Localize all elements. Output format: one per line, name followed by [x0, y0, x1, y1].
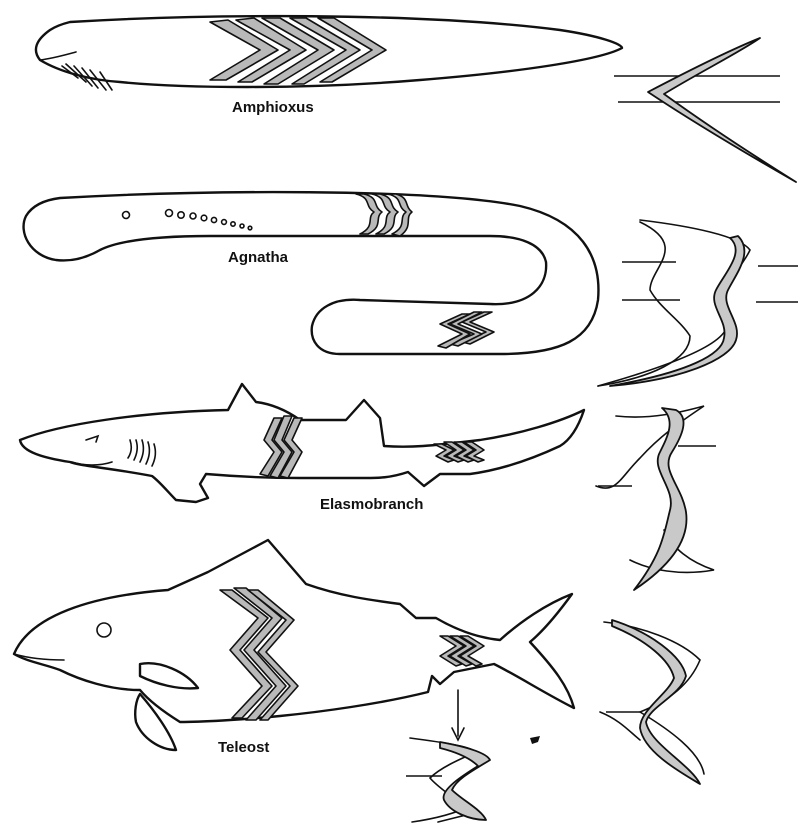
agnatha-myomeres-anterior: [356, 194, 412, 236]
ink-speck: [530, 736, 540, 744]
teleost-pectoral-fin: [140, 663, 198, 688]
elasmobranch-eye: [86, 436, 98, 442]
teleost-body-outline: [14, 540, 574, 722]
agnatha-myomeres-tail: [438, 312, 494, 348]
agnatha-myomere-detail: [598, 220, 798, 386]
teleost-tail-myomere-detail: [406, 738, 490, 822]
teleost-myomeres-tail: [440, 636, 484, 666]
teleost-cross-section-arrow: [452, 690, 464, 740]
teleost-eye: [97, 623, 111, 637]
elasmobranch-myomere-detail: [596, 406, 716, 590]
elasmobranch-figure: Elasmobranch: [20, 384, 584, 513]
amphioxus-myomere-detail: [614, 38, 796, 182]
agnatha-label: Agnatha: [228, 249, 289, 266]
teleost-myomeres-anterior: [220, 588, 298, 720]
amphioxus-mouth: [40, 52, 76, 60]
elasmobranch-gill-slits: [128, 440, 155, 466]
amphioxus-figure: Amphioxus: [36, 16, 622, 116]
teleost-myomere-detail: [600, 620, 704, 784]
elasmobranch-myomeres-tail: [434, 442, 484, 462]
teleost-pelvic-fin: [135, 694, 176, 750]
teleost-label: Teleost: [218, 739, 269, 756]
elasmobranch-myomeres-anterior: [260, 416, 302, 478]
amphioxus-label: Amphioxus: [232, 99, 314, 116]
agnatha-gill-pores: [123, 210, 252, 230]
agnatha-figure: Agnatha: [24, 192, 599, 354]
agnatha-body-outline: [24, 192, 599, 354]
elasmobranch-body-outline: [20, 384, 584, 502]
amphioxus-myomeres: [210, 18, 386, 84]
teleost-figure: Teleost: [14, 540, 574, 756]
elasmobranch-label: Elasmobranch: [320, 496, 423, 513]
